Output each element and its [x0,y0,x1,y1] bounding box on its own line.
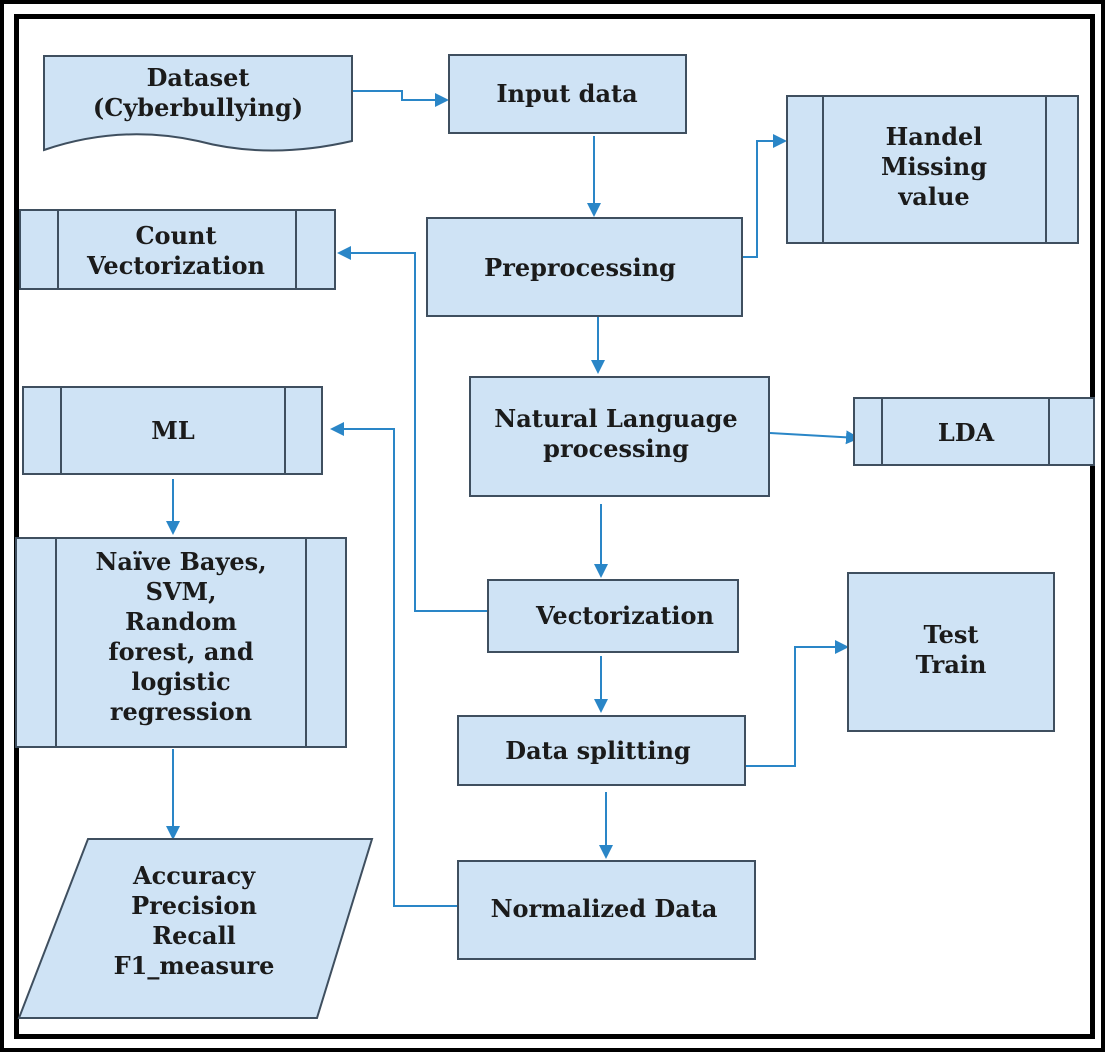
node-data-splitting-label: Data splitting [505,736,691,765]
node-count-vectorization-label-line-1: Count [135,221,216,250]
node-normalized-data: Normalized Data [457,860,756,960]
node-test-train-label-line-2: Train [916,650,987,679]
node-handel-missing-label-line-3: value [897,182,969,211]
node-preprocessing-label: Preprocessing [484,253,676,282]
arrow-datasplit-to-testtrain [745,640,849,767]
connectors [166,90,860,907]
node-data-splitting: Data splitting [457,715,746,786]
arrow-normalized-to-ml [330,422,458,907]
node-algorithms-label-line-1: Naïve Bayes, [95,547,266,576]
node-input-data-label-line-1: Input data [496,79,637,108]
node-algorithms-label-line-2: SVM, [146,577,217,606]
node-algorithms-label-line-5: logistic [131,667,230,696]
node-data-splitting-label-line-1: Data splitting [505,736,691,765]
node-vectorization-label: Vectorization [535,601,714,630]
node-vectorization-label-line-1: Vectorization [535,601,714,630]
arrow-nlp-to-lda [769,430,860,445]
node-dataset: Dataset(Cyberbullying) [43,55,353,152]
node-dataset-label-line-2: (Cyberbullying) [93,93,303,122]
node-input-data-label: Input data [496,79,637,108]
node-metrics-label-line-3: Recall [152,921,236,950]
node-handel-missing-label-line-1: Handel [886,122,983,151]
node-ml-label: ML [151,416,195,445]
node-metrics-label-line-2: Precision [131,891,257,920]
node-algorithms-label-line-4: forest, and [108,637,254,666]
node-normalized-data-label-line-1: Normalized Data [491,894,718,923]
node-nlp-label-line-1: Natural Language [494,404,737,433]
node-normalized-data-label: Normalized Data [491,894,718,923]
node-lda-label: LDA [938,418,995,447]
arrow-vectorization-to-count [337,246,488,612]
node-ml-label-line-1: ML [151,416,195,445]
node-handel-missing-label-line-2: Missing [881,152,987,181]
arrow-dataset-to-input [352,90,449,107]
node-metrics-label-line-1: Accuracy [132,861,256,890]
inner-frame [14,14,1095,1039]
node-test-train-label-line-1: Test [924,620,979,649]
node-lda: LDA [853,397,1095,466]
node-dataset-label: Dataset(Cyberbullying) [93,63,303,122]
node-algorithms-label-line-3: Random [125,607,237,636]
arrow-preprocessing-to-handel [735,134,787,258]
node-lda-label-line-1: LDA [938,418,995,447]
node-preprocessing: Preprocessing [426,217,743,317]
node-nlp-label-line-2: processing [543,434,689,463]
node-count-vectorization-label-line-2: Vectorization [86,251,265,280]
node-vectorization: Vectorization [487,579,739,653]
node-algorithms-label-line-6: regression [110,697,252,726]
node-preprocessing-label-line-1: Preprocessing [484,253,676,282]
node-input-data: Input data [448,54,687,134]
node-metrics-label-line-4: F1_measure [114,951,275,980]
node-dataset-label-line-1: Dataset [147,63,250,92]
node-ml: ML [22,386,323,475]
